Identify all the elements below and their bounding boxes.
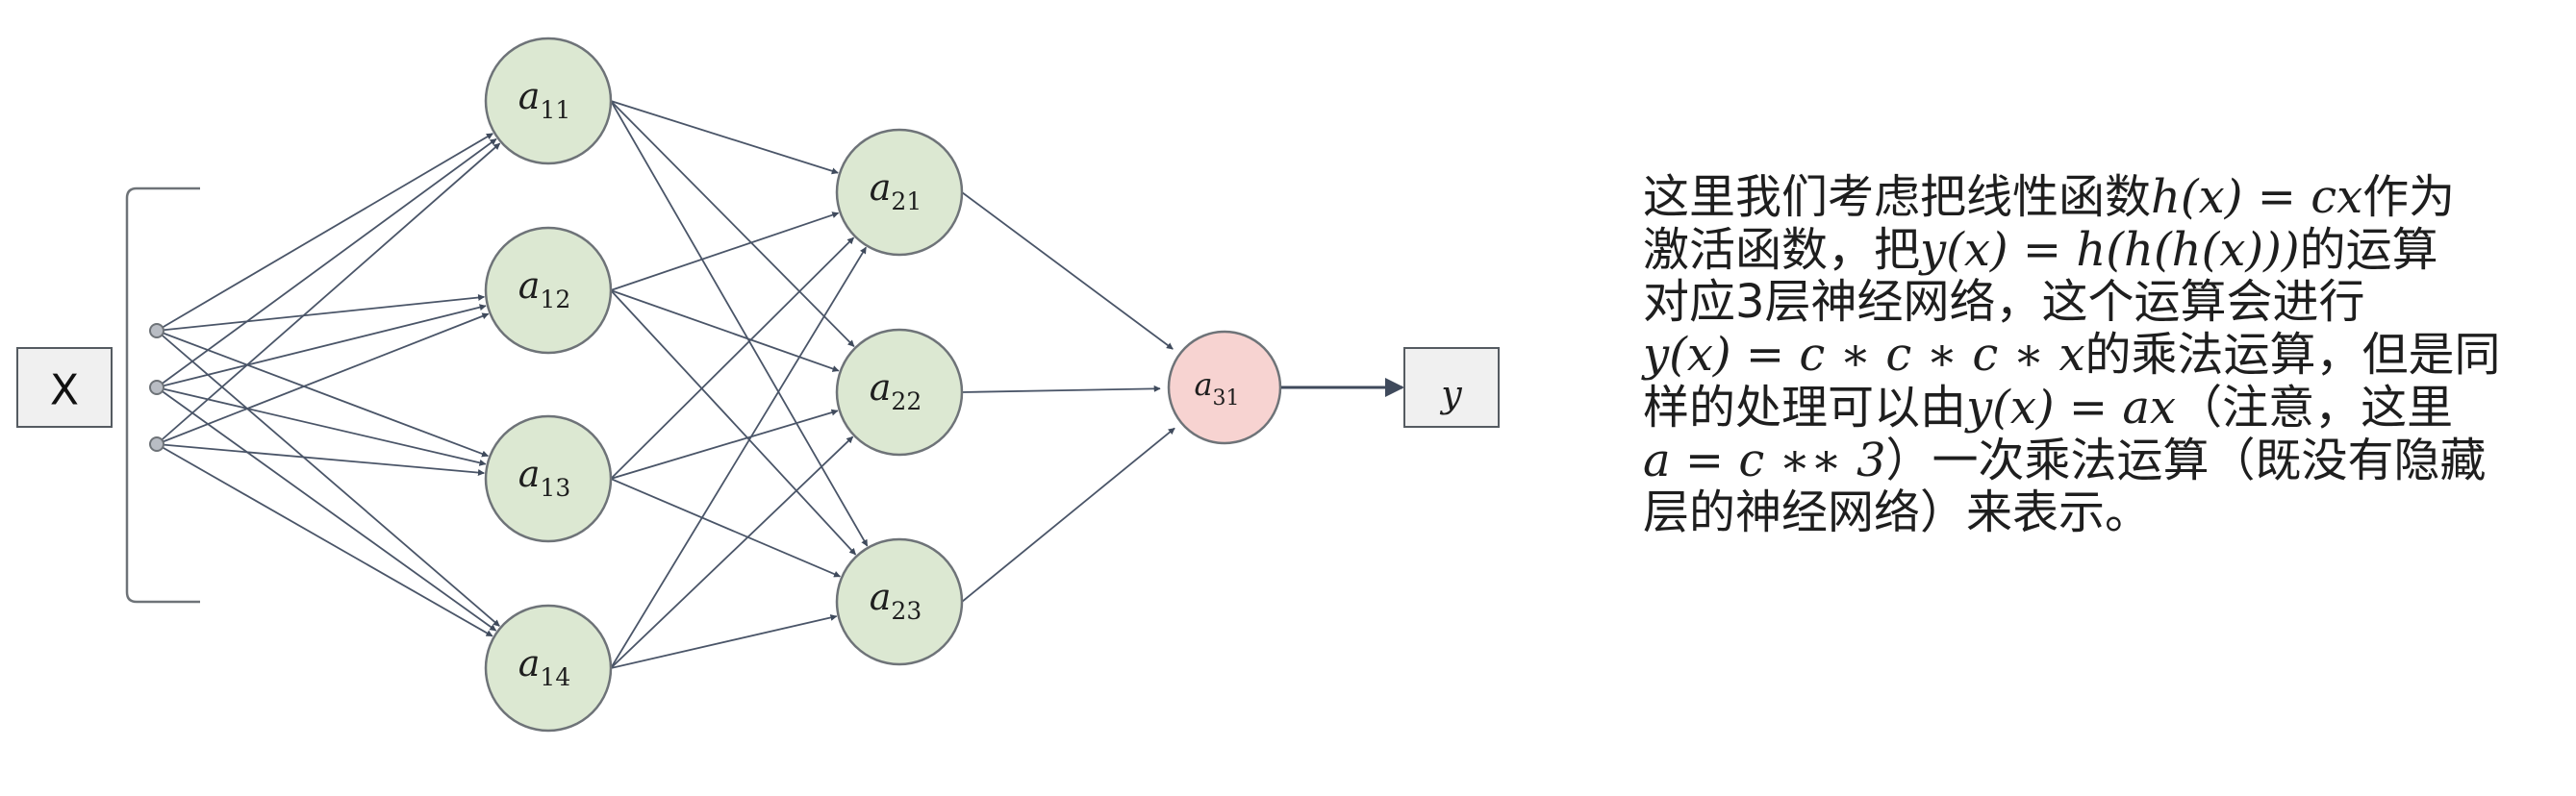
edge-input2-to-a14 [156, 386, 497, 632]
edge-input1-to-a11 [156, 133, 493, 332]
math-expression: h(x) = cx [2151, 170, 2363, 224]
edge-input3-to-a12 [156, 312, 490, 445]
input-x-box: X [16, 347, 113, 428]
node-a14: a14 [484, 604, 613, 733]
explanation-line-5: 样的处理可以由y(x) = ax（注意，这里 [1643, 382, 2566, 435]
node-circle [484, 226, 613, 355]
edge-input1-to-a14 [156, 330, 500, 627]
edge-a12-to-a23 [610, 289, 857, 556]
input-bracket [125, 187, 200, 604]
edge-input3-to-a11 [156, 142, 501, 445]
math-expression: a = c ∗∗ 3 [1643, 433, 1886, 487]
text-segment: ）一次乘法运算（既没有隐藏 [1885, 433, 2487, 487]
explanation-text: 这里我们考虑把线性函数h(x) = cx作为激活函数，把y(x) = h(h(h… [1643, 171, 2566, 539]
explanation-line-6: a = c ∗∗ 3）一次乘法运算（既没有隐藏 [1643, 433, 2566, 487]
node-circle [484, 604, 613, 733]
explanation-line-1: 这里我们考虑把线性函数h(x) = cx作为 [1643, 171, 2566, 224]
node-a22: a22 [835, 328, 964, 457]
input-dot-3 [149, 436, 164, 452]
explanation-line-7: 层的神经网络）来表示。 [1643, 486, 2566, 539]
math-expression: y(x) = ax [1966, 380, 2177, 435]
edge-a13-to-a22 [610, 409, 839, 480]
node-a12: a12 [484, 226, 613, 355]
text-segment: 的乘法运算，但是同 [2084, 328, 2501, 383]
math-expression: y(x) = h(h(h(x))) [1920, 222, 2300, 277]
node-a21: a21 [835, 128, 964, 257]
edge-a23-to-a31 [961, 427, 1175, 603]
edge-input1-to-a12 [156, 294, 486, 332]
text-segment: 层的神经网络）来表示。 [1643, 485, 2152, 540]
explanation-line-2: 激活函数，把y(x) = h(h(h(x)))的运算 [1643, 222, 2566, 277]
node-circle [835, 128, 964, 257]
edge-a22-to-a31 [961, 385, 1161, 393]
node-circle [484, 414, 613, 543]
node-circle [1167, 330, 1282, 445]
edge-a13-to-a21 [610, 236, 855, 480]
edge-a14-to-a22 [610, 435, 854, 669]
edge-input2-to-a12 [156, 304, 487, 388]
edge-a14-to-a23 [610, 614, 838, 669]
node-a23: a23 [835, 537, 964, 666]
input-dots [149, 323, 164, 452]
edge-a21-to-a31 [961, 191, 1174, 350]
edge-a13-to-a23 [610, 478, 842, 578]
node-circle [484, 37, 613, 165]
output-y-box: y [1403, 347, 1500, 428]
edges [156, 100, 1175, 669]
edge-a11-to-a22 [610, 100, 855, 348]
math-expression: y(x) = c ∗ c ∗ c ∗ x [1643, 328, 2085, 383]
text-segment: 对应3层神经网络，这个运算会进行 [1643, 275, 2365, 330]
output-y-label: y [1439, 373, 1462, 415]
node-circle [835, 328, 964, 457]
nodes: a11 a12 a13 a14 a21 a22 a23 a31 [484, 37, 1282, 733]
edge-a11-to-a21 [610, 100, 839, 175]
text-segment: 作为 [2362, 170, 2456, 224]
explanation-line-4: y(x) = c ∗ c ∗ c ∗ x的乘法运算，但是同 [1643, 329, 2566, 382]
text-segment: 这里我们考虑把线性函数 [1643, 170, 2152, 224]
text-segment: 的运算 [2299, 222, 2438, 277]
edge-input1-to-a13 [156, 330, 489, 458]
edge-input2-to-a13 [156, 386, 487, 466]
text-segment: 激活函数，把 [1643, 222, 1921, 277]
node-a31: a31 [1167, 330, 1282, 445]
neural-network-diagram: X a11 a12 a13 a14 a21 a22 a23 a31 y [16, 37, 1500, 733]
edge-input3-to-a13 [156, 443, 485, 477]
edge-a12-to-a22 [610, 289, 840, 372]
input-dot-2 [149, 380, 164, 395]
explanation-line-3: 对应3层神经网络，这个运算会进行 [1643, 276, 2566, 329]
edge-a11-to-a23 [610, 100, 869, 547]
node-circle [835, 537, 964, 666]
node-a11: a11 [484, 37, 613, 165]
input-x-label: X [50, 366, 79, 415]
edge-input3-to-a14 [156, 443, 493, 637]
text-segment: （注意，这里 [2176, 380, 2454, 435]
edge-a12-to-a21 [610, 211, 840, 291]
edge-a14-to-a21 [610, 246, 868, 669]
edge-input2-to-a11 [156, 137, 497, 388]
node-a13: a13 [484, 414, 613, 543]
text-segment: 样的处理可以由 [1643, 380, 1967, 435]
input-dot-1 [149, 323, 164, 338]
